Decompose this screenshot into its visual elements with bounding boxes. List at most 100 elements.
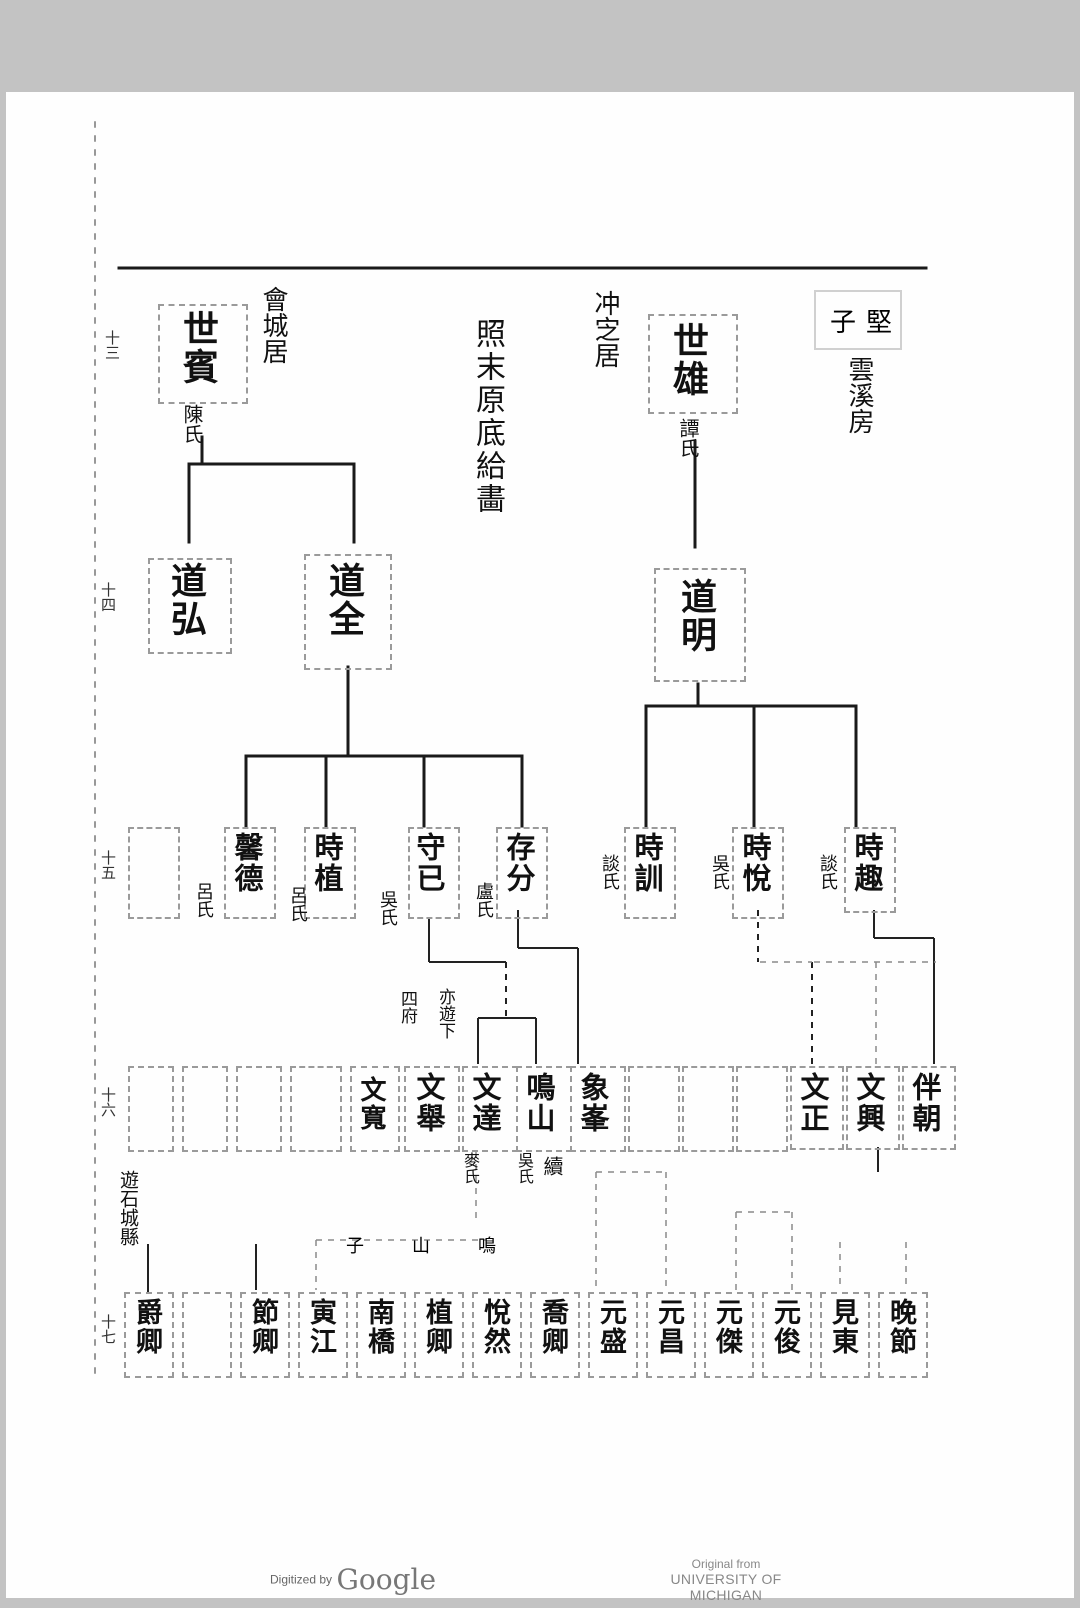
person-name-wenxing: 文興 (852, 1072, 886, 1134)
name-box-shouji (408, 827, 460, 919)
name-box-shixiong (648, 314, 738, 414)
name-box-empty (182, 1066, 228, 1152)
name-box-banchao (902, 1066, 956, 1150)
wife-shouji: 吳氏 (377, 890, 398, 926)
name-box-cunfen (496, 827, 548, 919)
university-name: UNIVERSITY OF MICHIGAN (670, 1571, 782, 1603)
name-box-daohong (148, 558, 232, 654)
person-name-shizhi: 時植 (310, 832, 344, 894)
name-box-gen17 (588, 1292, 638, 1378)
person-name-gen17: 元盛 (595, 1298, 626, 1356)
wife-xingde: 呂氏 (193, 882, 214, 918)
name-box-shibin (158, 304, 248, 404)
wife-shibin: 陳氏 (180, 404, 204, 444)
generation-marker: 十五 (99, 850, 117, 880)
name-box-shiqu (844, 827, 896, 913)
annotation-note: 遊石城縣 (117, 1170, 139, 1246)
branch-mark-box (814, 290, 902, 350)
name-box-empty (128, 827, 180, 919)
genealogy-lines (94, 121, 936, 1383)
generation-marker: 十四 (99, 582, 117, 612)
remark-mingshan: 續 (540, 1156, 564, 1176)
residence-shibin: 會城居 (258, 286, 288, 364)
digitized-by-text: Digitized by (270, 1572, 333, 1587)
person-name-wenzheng: 文正 (796, 1072, 830, 1134)
annotation-note: 四府 (397, 990, 417, 1024)
name-box-xingde (224, 827, 276, 919)
branch-mark: 子堅 (830, 308, 903, 338)
name-box-empty (736, 1066, 788, 1152)
person-name-gen17: 寅江 (305, 1298, 336, 1356)
wife-cunfen: 盧氏 (473, 882, 494, 918)
name-box-empty (236, 1066, 282, 1152)
name-box-gen17 (762, 1292, 812, 1378)
name-box-wenzheng (790, 1066, 844, 1150)
wife-shixiong: 譚氏 (676, 418, 700, 458)
generation-marker: 十三 (103, 330, 121, 360)
person-name-cunfen: 存分 (502, 832, 536, 894)
name-box-xiangfeng (570, 1066, 626, 1152)
name-box-gen17 (298, 1292, 348, 1378)
person-name-gen17: 悅然 (479, 1298, 510, 1356)
person-name-daohong: 道弘 (165, 562, 207, 638)
generation-marker: 十六 (99, 1087, 117, 1117)
person-name-shiyue: 時悅 (738, 832, 772, 894)
wife-shiyue: 吳氏 (709, 854, 730, 890)
wife-shixun: 談氏 (599, 854, 620, 890)
person-name-gen17: 爵卿 (131, 1298, 162, 1356)
name-box-empty (128, 1066, 174, 1152)
name-box-wenkuan (350, 1066, 400, 1152)
scanned-page: 十三 十四 十五 十六 十七 世賓 會城居 陳氏 照末原底給畵 世雄 冲㝎居 譚… (6, 92, 1074, 1598)
name-box-wenju (404, 1066, 460, 1152)
person-name-wenda: 文達 (468, 1072, 502, 1134)
name-box-gen17 (704, 1292, 754, 1378)
name-box-daoquan (304, 554, 392, 670)
footer-original: Original from UNIVERSITY OF MICHIGAN (636, 1557, 816, 1603)
person-name-daoquan: 道全 (323, 562, 365, 638)
name-box-empty (182, 1292, 232, 1378)
footer-digitized: Digitized by Google (270, 1563, 436, 1596)
name-box-gen17 (356, 1292, 406, 1378)
person-name-shibin: 世賓 (177, 310, 219, 386)
name-box-shixun (624, 827, 676, 919)
person-name-gen17: 南橋 (363, 1298, 394, 1356)
google-logo: Google (336, 1563, 437, 1596)
name-box-gen17 (820, 1292, 870, 1378)
name-box-gen17 (240, 1292, 290, 1378)
wife-shiqu: 談氏 (817, 854, 838, 890)
name-box-daoming (654, 568, 746, 682)
person-name-shouji: 守已 (412, 832, 446, 894)
person-name-wenkuan: 文寬 (356, 1076, 386, 1132)
name-box-shiyue (732, 827, 784, 919)
person-name-gen17: 元傑 (711, 1298, 742, 1356)
name-box-gen17 (530, 1292, 580, 1378)
residence-shixiong: 冲㝎居 (590, 290, 620, 368)
person-name-gen17: 晚節 (885, 1298, 916, 1356)
person-name-shixun: 時訓 (630, 832, 664, 894)
person-name-wenju: 文舉 (412, 1072, 446, 1134)
person-name-gen17: 元俊 (769, 1298, 800, 1356)
person-name-banchao: 伴朝 (908, 1072, 942, 1134)
name-box-gen17 (414, 1292, 464, 1378)
person-name-gen17: 植卿 (421, 1298, 452, 1356)
person-name-shiqu: 時趣 (850, 832, 884, 894)
person-name-gen17: 喬卿 (537, 1298, 568, 1356)
annotation-note: 鳴山子 (346, 1236, 544, 1257)
wife-shizhi: 呂氏 (287, 886, 308, 922)
person-name-mingshan: 鳴山 (522, 1072, 556, 1134)
annotation-note: 亦遊下 (435, 988, 455, 1039)
original-from-text: Original from (691, 1557, 761, 1571)
generation-marker: 十七 (99, 1314, 117, 1344)
name-box-empty (628, 1066, 680, 1152)
name-box-empty (682, 1066, 734, 1152)
person-name-gen17: 元昌 (653, 1298, 684, 1356)
wife-wenda: 麥氏 (461, 1152, 480, 1184)
name-box-gen17 (472, 1292, 522, 1378)
wife-mingshan: 吳氏 (515, 1152, 534, 1184)
annotation-note: 照末原底給畵 (470, 318, 505, 516)
person-name-daoming: 道明 (675, 578, 717, 654)
name-box-gen17 (646, 1292, 696, 1378)
person-name-shixiong: 世雄 (667, 322, 709, 398)
person-name-xingde: 馨德 (230, 832, 264, 894)
name-box-wenxing (846, 1066, 900, 1150)
